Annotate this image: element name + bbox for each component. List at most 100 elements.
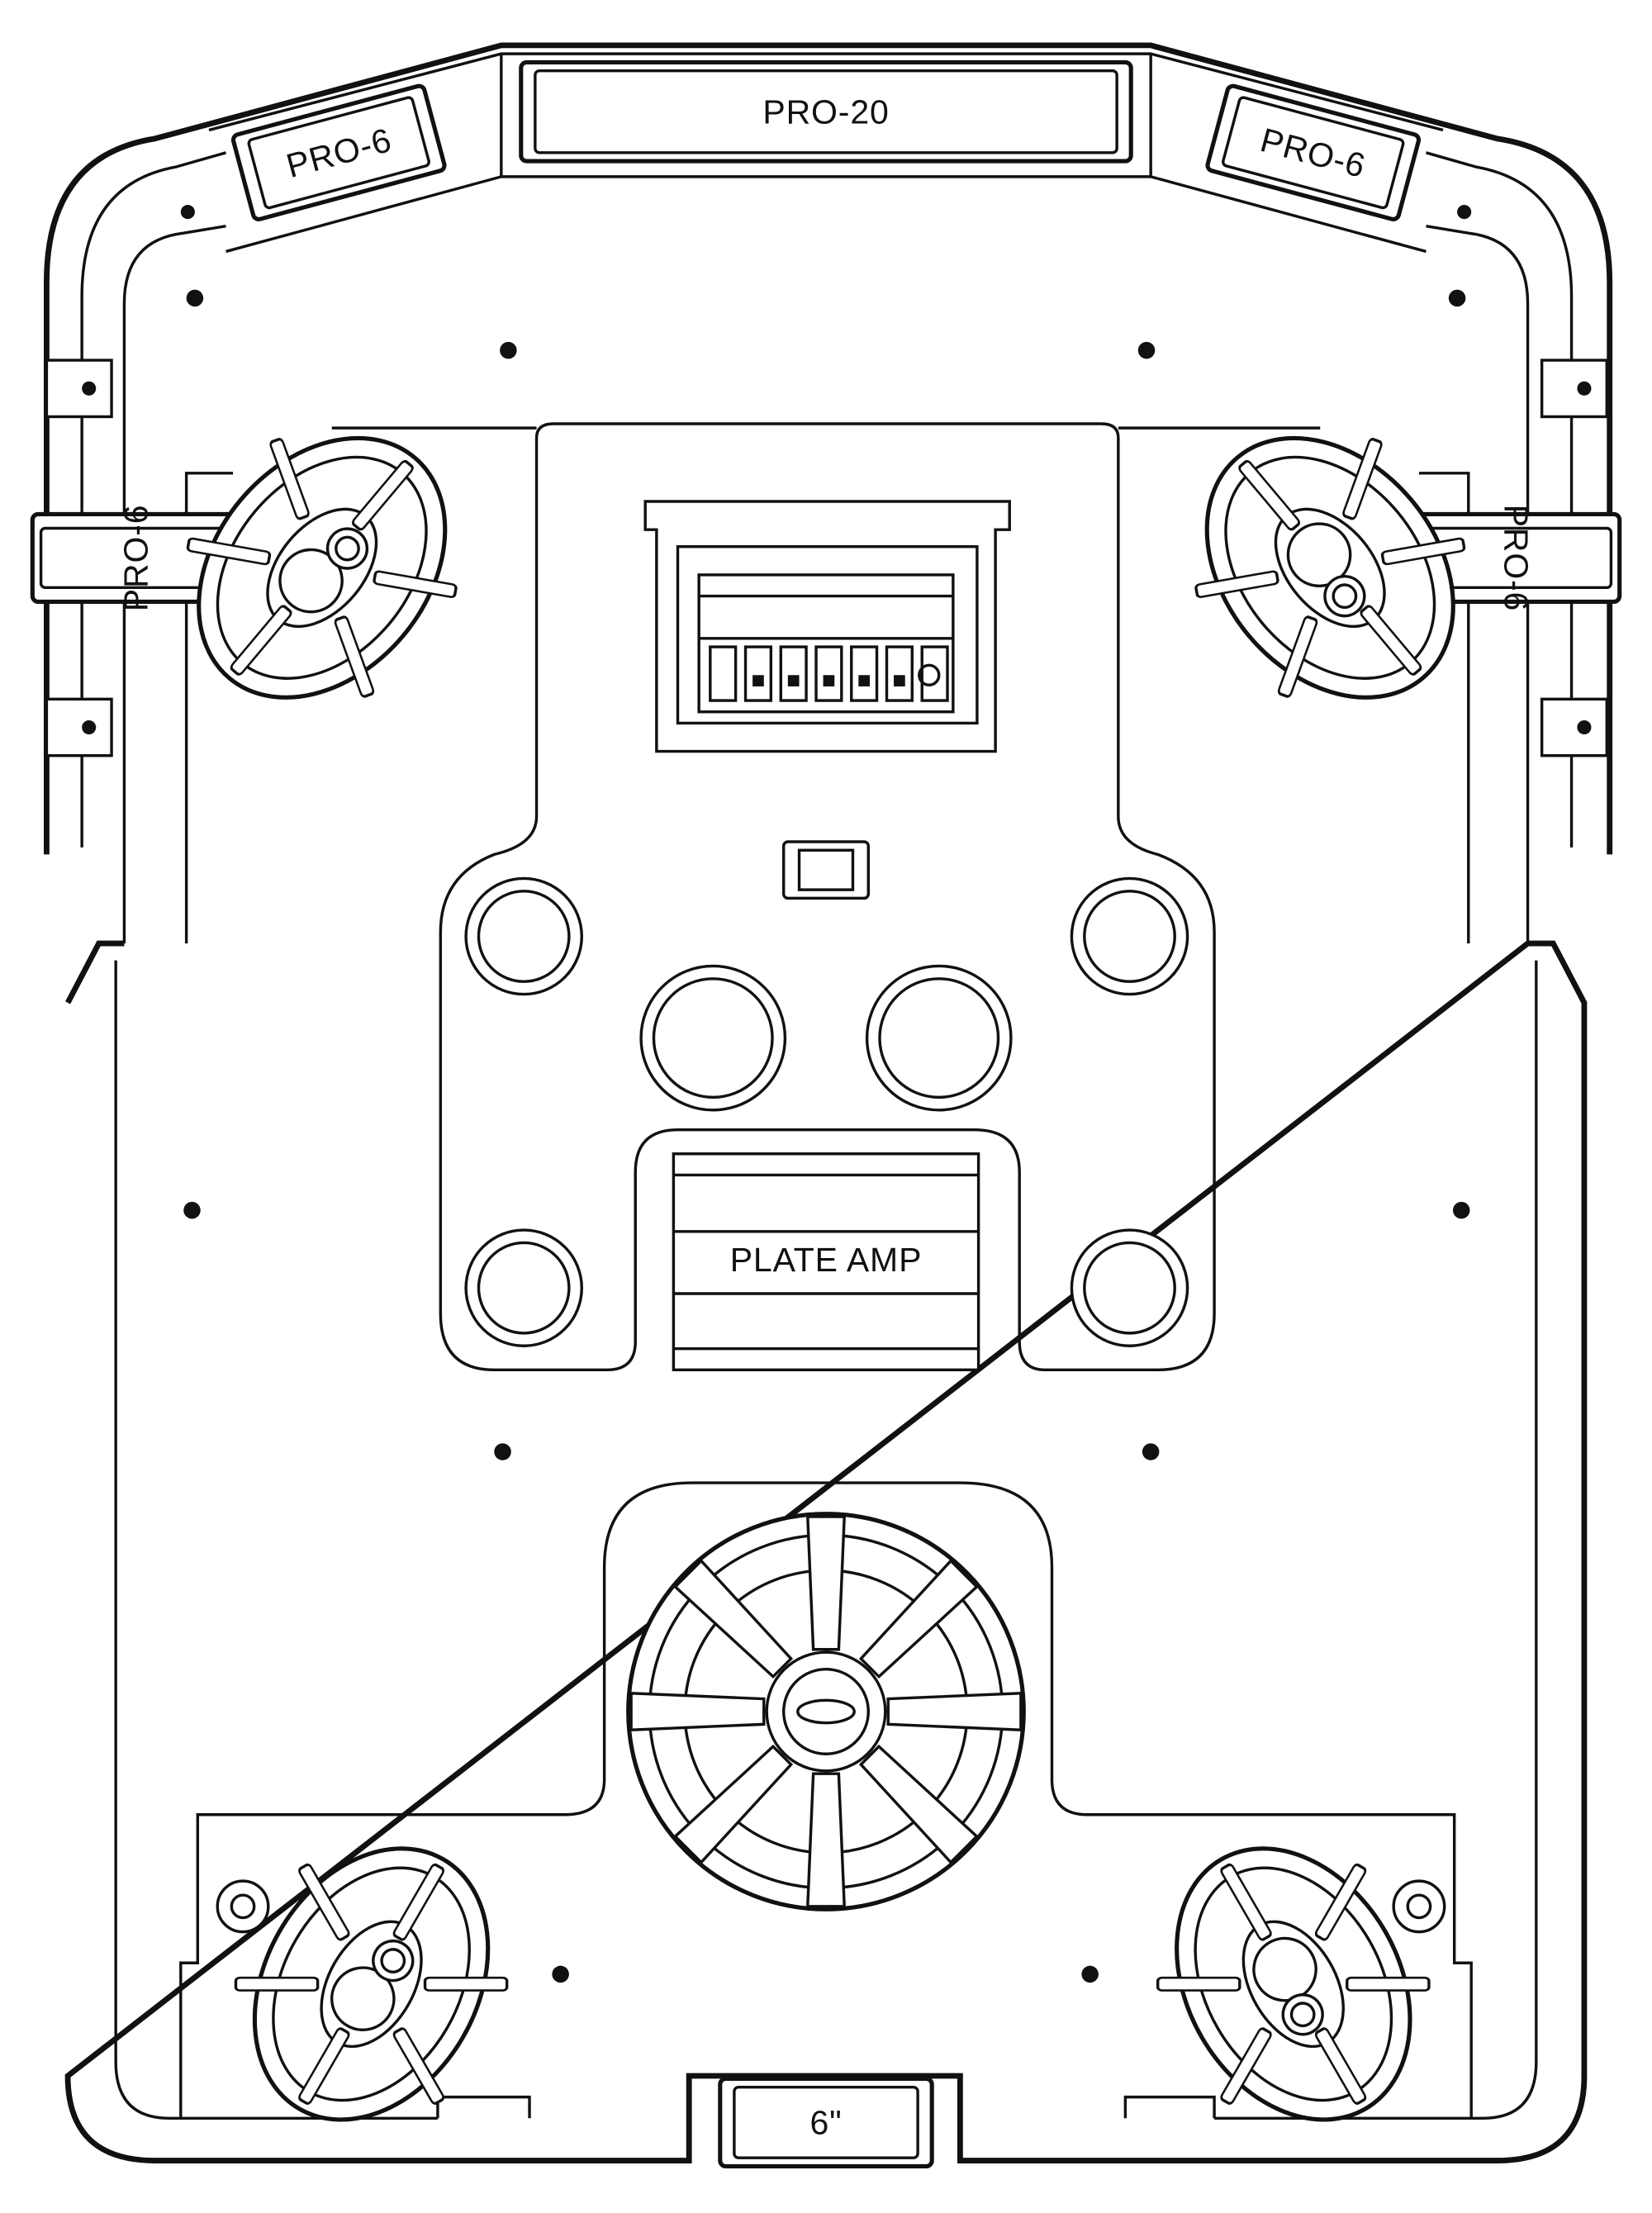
tweeter-dome [335,535,360,562]
screw-hole [1081,1965,1099,1983]
speaker-pro20: PRO-20 [519,59,1133,164]
cupholder [464,1228,583,1347]
screw-hole [1142,1443,1160,1460]
bracket-bolt [1577,719,1592,735]
subwoofer-spoke [858,1744,979,1864]
tie-down-hole [230,1893,256,1920]
speaker-spoke [1220,1863,1272,1941]
bracket-bolt [1577,381,1592,396]
screw-hole [1137,341,1156,359]
tie-down-loop [1392,1879,1446,1934]
lower-body-outline [64,940,1588,2163]
cupholder-inner [878,977,1000,1099]
speaker-spoke [1156,1976,1241,1992]
screw-hole [500,341,517,359]
speaker-6in-label: 6" [809,2104,842,2142]
switch-panel-bezel [676,545,979,725]
bracket-bolt [82,381,97,396]
side-bracket [1540,359,1609,419]
speaker-spoke [423,1976,509,1992]
top-edge-bars [208,52,1444,254]
tweeter [1281,1993,1324,2036]
inner-panel [114,225,1538,2120]
corner-bolt [1457,205,1472,220]
cupholder [639,964,787,1112]
subwoofer-spoke [629,1691,766,1731]
speaker-spoke [351,459,414,531]
subwoofer-spoke [858,1558,979,1679]
screw-hole [494,1443,511,1460]
speaker-6in: 6" [718,2076,934,2168]
subwoofer [626,1512,1026,1911]
speaker-pro6-top-right: PRO-6 [1205,83,1422,221]
speaker-spoke [1380,537,1466,566]
toggle-switch [920,645,949,702]
speaker-spoke [1342,438,1383,520]
speaker-spoke [234,1976,320,1992]
bottom-tray [179,1481,1473,2119]
tweeter-dome [380,1948,406,1973]
speaker-pro6-side-left-label: PRO-6 [116,505,154,612]
speaker-oval-top-right [1194,435,1466,700]
center-console [439,422,1216,1372]
speaker-spoke [392,2027,444,2105]
speaker-pro6-side-right-label: PRO-6 [1498,505,1536,612]
cupholder [865,964,1013,1112]
toggle-switch [743,645,773,702]
cupholder-inner [1083,1241,1176,1335]
subwoofer-spoke [673,1558,794,1679]
small-display-screen [797,848,855,891]
small-display [782,840,870,900]
cupholder-inner [477,890,571,983]
screw-hole [186,289,204,307]
speaker-spoke [186,537,272,566]
tweeter [325,527,369,570]
speaker-spoke [1277,615,1318,698]
subwoofer-logo-mark [796,1698,856,1725]
tie-down-loop [216,1879,270,1934]
tie-down-hole [1406,1893,1432,1920]
toggle-switch [814,645,843,702]
speaker-pro6-top-right-grille [1222,96,1405,210]
toggle-switch [885,645,914,702]
corner-bolt [180,205,195,220]
speaker-spoke [373,570,458,598]
plate-amp: PLATE AMP [672,1152,980,1372]
bracket-plate [45,359,113,419]
switch-panel [643,500,1011,753]
tweeter-dome [1332,583,1358,610]
cupholder-inner [477,1241,571,1335]
toggle-switch [709,645,738,702]
speaker-spoke [392,1863,444,1941]
cupholder-inner [652,977,774,1099]
plate-amp-label: PLATE AMP [730,1241,923,1279]
speaker-pro20-label: PRO-20 [762,93,889,131]
speaker-pro6-top-left-housing [230,83,447,221]
subwoofer-spoke [886,1691,1023,1731]
switch-indicator [858,675,870,686]
side-bracket [45,359,113,419]
screw-hole [1448,289,1466,307]
side-bracket [1540,697,1609,757]
speaker-spoke [1220,2027,1272,2105]
screw-hole [1452,1201,1470,1219]
plate-amp-body [672,1152,980,1372]
cupholder [1070,876,1189,996]
subwoofer-logo [782,1667,870,1755]
speaker-spoke [269,438,310,520]
bracket-plate [45,697,113,757]
subwoofer-spoke [805,1772,847,1908]
speaker-spoke [298,2027,350,2105]
switch-indicator [823,675,835,686]
switch-indicator [787,675,800,686]
subwoofer-spoke [673,1744,794,1864]
speaker-oval-top-left [186,435,458,700]
speaker-spoke [1314,1863,1367,1941]
side-bracket [45,697,113,757]
bracket-bolt [82,719,97,735]
speaker-pro6-top-left: PRO-6 [230,83,447,221]
switch-indicator [894,675,905,686]
bracket-plate [1540,697,1609,757]
